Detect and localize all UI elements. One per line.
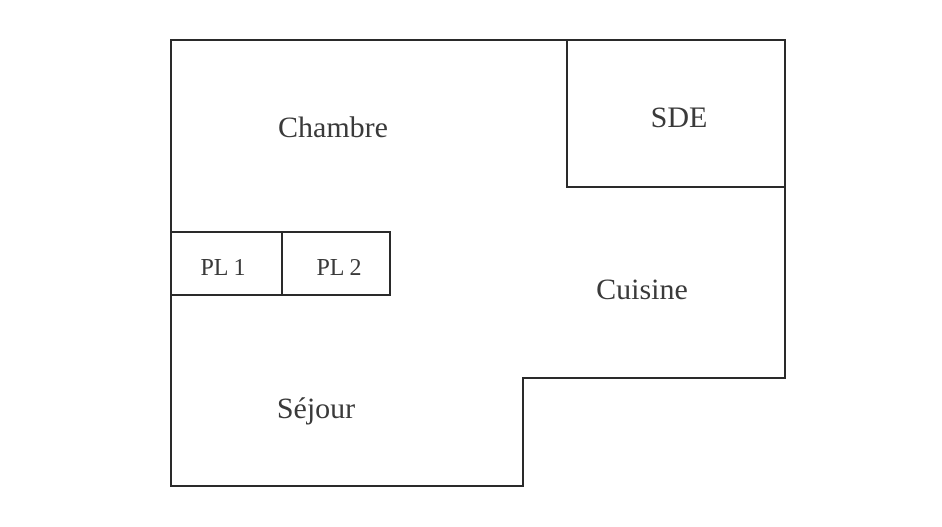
room-label-sejour: Séjour [277,392,355,425]
closet-label-pl2: PL 2 [316,255,361,281]
room-label-cuisine: Cuisine [596,273,688,306]
sde-room-outline [566,39,786,188]
room-label-sde: SDE [651,101,708,134]
closet-pl2-outline [281,231,391,296]
closet-label-pl1: PL 1 [200,255,245,281]
room-label-chambre: Chambre [278,111,388,144]
